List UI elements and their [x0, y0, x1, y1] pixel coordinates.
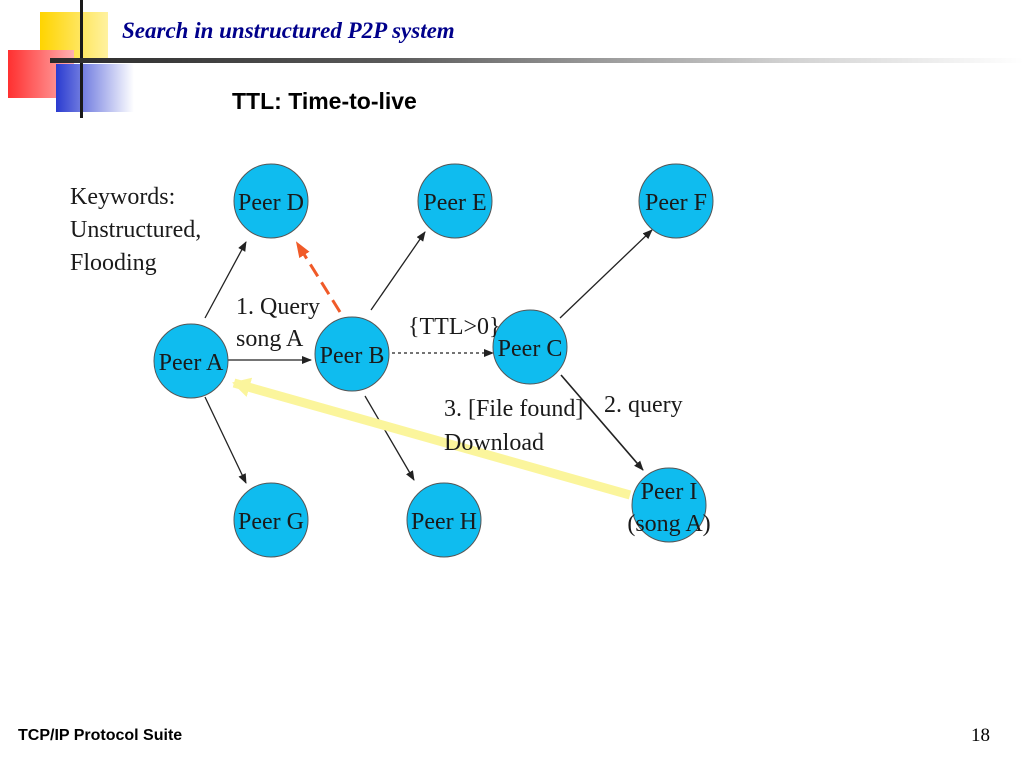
reply-arrow-b-d: [295, 241, 342, 313]
peer-g-label: Peer G: [238, 509, 304, 535]
edge-a-d: [204, 241, 247, 319]
slide-subtitle: TTL: Time-to-live: [232, 88, 417, 114]
keyword-flooding: Flooding: [70, 250, 157, 276]
edge-b-h: [364, 395, 415, 481]
ttl-label: {TTL>0}: [408, 314, 501, 340]
edge-b-e: [370, 231, 426, 311]
file-found-label: 3. [File found]: [444, 396, 583, 422]
peer-f-label: Peer F: [645, 190, 707, 216]
keywords-heading: Keywords:: [70, 184, 175, 210]
peer-e-label: Peer E: [423, 190, 486, 216]
peer-b-label: Peer B: [320, 343, 385, 369]
peer-i-label: Peer I: [641, 479, 698, 505]
peer-i: Peer I (song A): [627, 467, 711, 543]
peer-a-label: Peer A: [159, 350, 224, 376]
peer-h-label: Peer H: [411, 509, 477, 535]
peer-h: Peer H: [406, 482, 482, 558]
download-arrow-i-a: [232, 377, 632, 500]
page-number: 18: [971, 725, 990, 746]
peer-a: Peer A: [153, 323, 229, 399]
title-rule: [50, 58, 1024, 63]
peer-c-label: Peer C: [498, 336, 563, 362]
peer-e: Peer E: [417, 163, 493, 239]
query-2-label: 2. query: [604, 392, 683, 418]
peer-d-label: Peer D: [238, 190, 304, 216]
peer-i-sublabel: (song A): [627, 511, 710, 537]
edge-c-f: [559, 229, 653, 319]
keyword-unstructured: Unstructured,: [70, 217, 201, 243]
peer-f: Peer F: [638, 163, 714, 239]
edge-a-g: [204, 396, 247, 484]
download-label: Download: [444, 430, 544, 456]
edge-c-i: [560, 374, 644, 471]
peer-d: Peer D: [233, 163, 309, 239]
query-label-line2: song A: [236, 326, 304, 352]
peer-g: Peer G: [233, 482, 309, 558]
footer-text: TCP/IP Protocol Suite: [18, 727, 183, 744]
peer-c: Peer C: [492, 309, 568, 385]
slide-title: Search in unstructured P2P system: [122, 18, 455, 43]
corner-blue-block: [56, 64, 134, 112]
peer-b: Peer B: [314, 316, 390, 392]
query-label-line1: 1. Query: [236, 294, 320, 320]
